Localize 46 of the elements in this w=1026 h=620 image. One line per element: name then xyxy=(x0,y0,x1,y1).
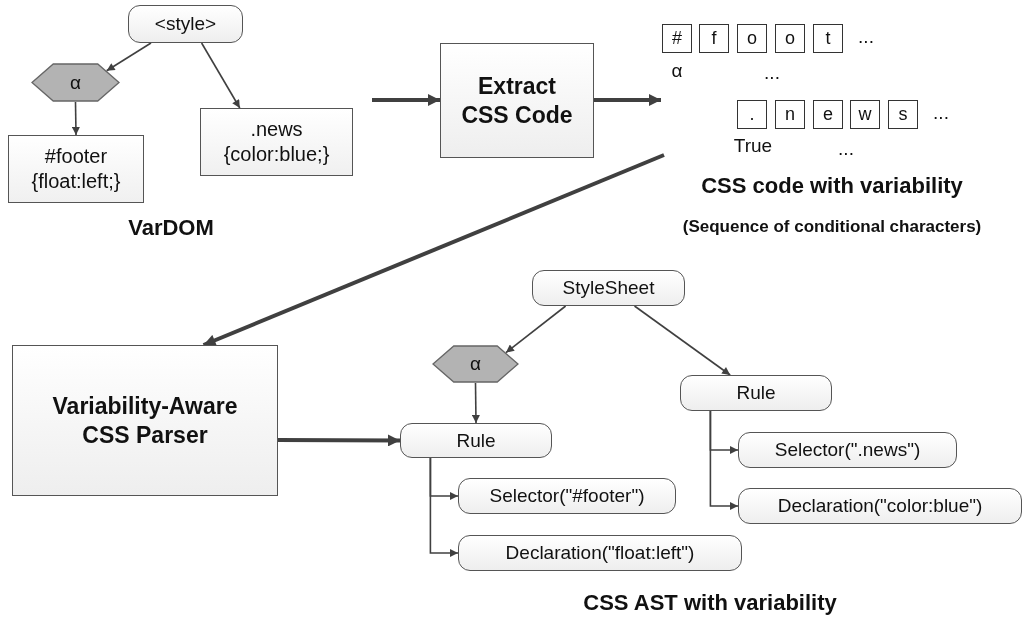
annotation: ... xyxy=(858,26,874,49)
rounded-node: Rule xyxy=(680,375,832,411)
code-box: #footer {float:left;} xyxy=(8,135,144,203)
rounded-node: Declaration("color:blue") xyxy=(738,488,1022,524)
annotation: True xyxy=(733,135,773,158)
character-box: t xyxy=(813,24,843,53)
annotation: α xyxy=(671,60,683,83)
process-box: Extract CSS Code xyxy=(440,43,594,158)
rounded-node: Declaration("float:left") xyxy=(458,535,742,571)
condition-hexagon: α xyxy=(31,63,120,102)
code-box: .news {color:blue;} xyxy=(200,108,353,176)
rounded-node: Selector(".news") xyxy=(738,432,957,468)
caption: CSS code with variability xyxy=(701,173,963,200)
arrow xyxy=(105,42,152,72)
annotation: ... xyxy=(933,102,949,125)
rounded-node: <style> xyxy=(128,5,243,43)
arrow xyxy=(71,101,80,136)
caption: (Sequence of conditional characters) xyxy=(682,217,982,238)
character-box: o xyxy=(775,24,805,53)
character-box: o xyxy=(737,24,767,53)
arrow xyxy=(429,457,459,557)
arrow xyxy=(202,153,665,347)
character-box: . xyxy=(737,100,767,129)
arrow xyxy=(594,94,661,106)
arrow xyxy=(278,434,400,447)
character-box: f xyxy=(699,24,729,53)
character-box: w xyxy=(850,100,880,129)
process-box: Variability-Aware CSS Parser xyxy=(12,345,278,496)
caption: VarDOM xyxy=(128,215,214,242)
arrow xyxy=(372,94,440,106)
caption: CSS AST with variability xyxy=(583,590,837,617)
character-box: s xyxy=(888,100,918,129)
rounded-node: Selector("#footer") xyxy=(458,478,676,514)
arrow xyxy=(709,410,739,510)
character-box: n xyxy=(775,100,805,129)
annotation: ... xyxy=(764,62,780,85)
arrow xyxy=(633,305,731,376)
condition-hexagon: α xyxy=(432,345,519,383)
arrow xyxy=(505,305,567,354)
arrow xyxy=(200,42,241,109)
arrow xyxy=(471,382,480,424)
rounded-node: Rule xyxy=(400,423,552,458)
rounded-node: StyleSheet xyxy=(532,270,685,306)
character-box: # xyxy=(662,24,692,53)
annotation: ... xyxy=(838,138,854,161)
character-box: e xyxy=(813,100,843,129)
